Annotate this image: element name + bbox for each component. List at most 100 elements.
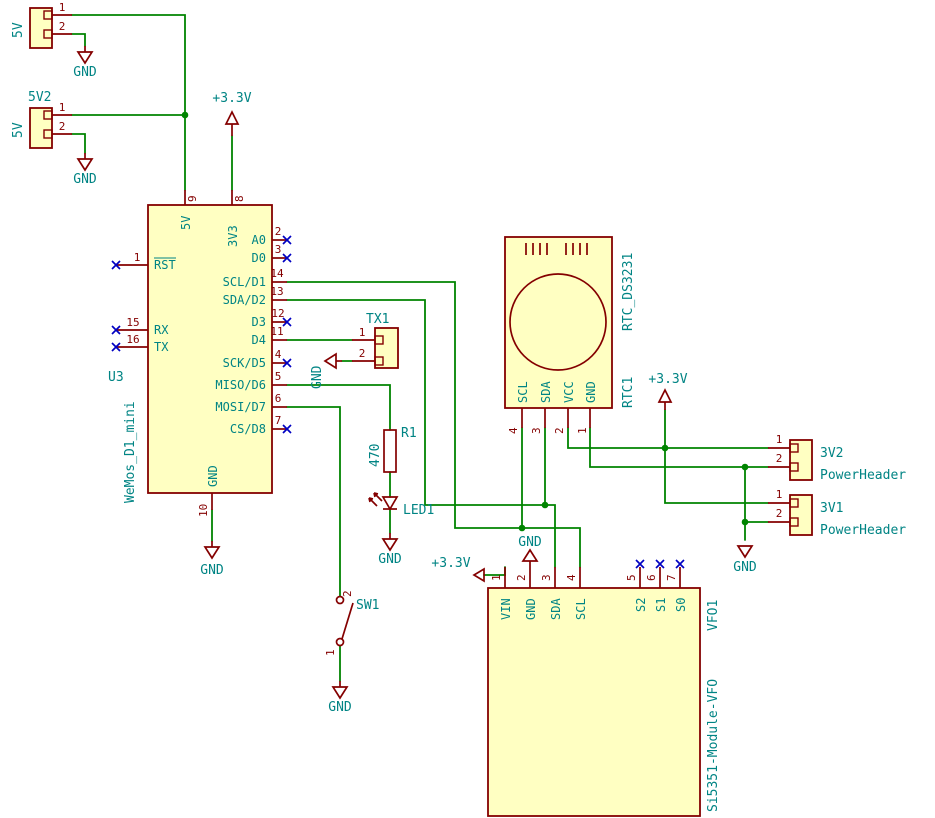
resistor-r1[interactable]: R1 470 [368,426,417,473]
switch-sw1[interactable]: 2 1 SW1 [324,590,379,656]
connector-5v-label: 5V [11,22,26,38]
pin-name: MISO/D6 [215,378,266,392]
gnd-symbol-led1: GND [378,533,402,567]
power-33v-label: +3.3V [648,372,687,387]
junction-dot [181,111,189,119]
wire-d7-sw1 [286,406,341,597]
connector-3v1-ref: 3V1 [820,501,843,516]
pin-number: 1 [134,251,141,264]
no-connect-x-icon [282,253,292,263]
pin-name: GND [206,465,220,487]
connector-3v2-value: PowerHeader [820,468,906,483]
led-emission-arrow-icon [373,492,383,502]
rtc-battery-circle [509,273,607,371]
connector-3v2-body[interactable] [789,439,813,481]
pin-number: 1 [576,427,589,434]
pin-number: 4 [565,574,578,581]
pin-name: SCL [516,381,530,403]
pin-name: SDA [539,381,553,403]
connector-3v1[interactable]: 1 2 3V1 PowerHeader [768,488,906,538]
tx1-body[interactable] [374,327,399,369]
connector-5v[interactable]: 5V 1 2 [11,1,72,49]
pin-name: RST [154,258,176,272]
no-connect-x-icon [111,325,121,335]
pin-number: 2 [59,20,66,33]
connector-3v2-ref: 3V2 [820,446,843,461]
pin-name: D4 [252,333,266,347]
vfo-ref: VFO1 [706,600,721,631]
pin-number: 7 [275,414,282,427]
connector-5v2[interactable]: 5V2 5V 1 2 [11,90,72,149]
pin-number: 1 [776,488,783,501]
resistor-body[interactable] [383,429,397,473]
vfo-body[interactable] [487,587,701,817]
pin-number: 5 [275,370,282,383]
connector-5v2-body[interactable] [29,107,53,149]
pin-name: SDA/D2 [223,293,266,307]
wire-rtc-vcc [567,427,666,449]
pin-number: 2 [275,225,282,238]
connector-5v-body[interactable] [29,7,53,49]
wire-d6-r1 [286,384,391,431]
connector-3v2[interactable]: 1 2 3V2 PowerHeader [768,433,906,483]
pin-number: 4 [507,427,520,434]
pin-number: 1 [359,326,366,339]
connector-tx1[interactable]: TX1 1 2 [352,312,399,369]
power-arrow-icon [472,567,485,583]
no-connect-x-icon [282,424,292,434]
pin-number: 4 [275,348,282,361]
pin-number: 9 [186,195,199,202]
rtc-value: RTC_DS3231 [621,253,636,331]
junction-dot [541,501,549,509]
pin-number: 10 [197,504,210,517]
pin-number: 13 [270,285,283,298]
no-connect-x-icon [111,260,121,270]
gnd-label: GND [518,535,542,550]
wire-j1-gnd [71,33,86,47]
pin-number: 12 [271,307,284,320]
switch-contact[interactable] [335,637,345,647]
connector-3v1-value: PowerHeader [820,523,906,538]
junction-dot [741,463,749,471]
pin-name: SCL [574,598,588,620]
pin-name: D0 [252,251,266,265]
si5351-vfo[interactable]: 1 2 3 4 5 6 7 VIN GND SDA SCL S2 S1 S0 V… [487,567,721,817]
pin-name: S1 [654,598,668,612]
wemos-d1-mini[interactable]: 9 8 5V 3V3 1 15 16 RST RX TX 2 3 14 13 1… [108,190,287,517]
led1-ref: LED1 [403,503,434,518]
wire-rtc-gnd [589,427,769,468]
pin-number: 1 [776,433,783,446]
wire-j2-gnd [71,133,86,154]
gnd-arrow-icon [323,352,337,370]
rtc-ds3231[interactable]: SCL SDA VCC GND 4 3 2 1 RTC_DS3231 RTC1 [504,236,636,434]
connector-3v1-body[interactable] [789,494,813,536]
rtc-body[interactable] [504,236,613,409]
tx1-ref: TX1 [366,312,389,327]
gnd-arrow-icon [76,51,94,65]
pin-number: 1 [324,649,337,656]
gnd-symbol-tx1: GND [310,352,342,389]
wemos-body[interactable] [147,204,273,494]
vfo-value: Si5351-Module-VFO [706,679,721,812]
no-connect-x-icon [635,559,645,569]
switch-contact[interactable] [335,595,345,605]
pin-number: 2 [341,590,354,597]
junction-dot [661,444,669,452]
pin-number: 2 [776,452,783,465]
led-led1[interactable]: LED1 [368,492,434,518]
gnd-arrow-icon [736,545,754,559]
gnd-label: GND [200,563,224,578]
wemos-value: WeMos_D1_mini [123,401,138,503]
led-triangle-icon[interactable] [381,496,399,511]
switch-lever[interactable] [341,602,354,640]
junction-dot [518,524,526,532]
pin-name: S0 [674,598,688,612]
pin-name: GND [524,598,538,620]
no-connect-x-icon [111,342,121,352]
power-33v-label: +3.3V [212,91,251,106]
pin-name: TX [154,340,169,354]
pin-number: 2 [553,427,566,434]
pin-number: 3 [530,427,543,434]
pin-name: RX [154,323,169,337]
